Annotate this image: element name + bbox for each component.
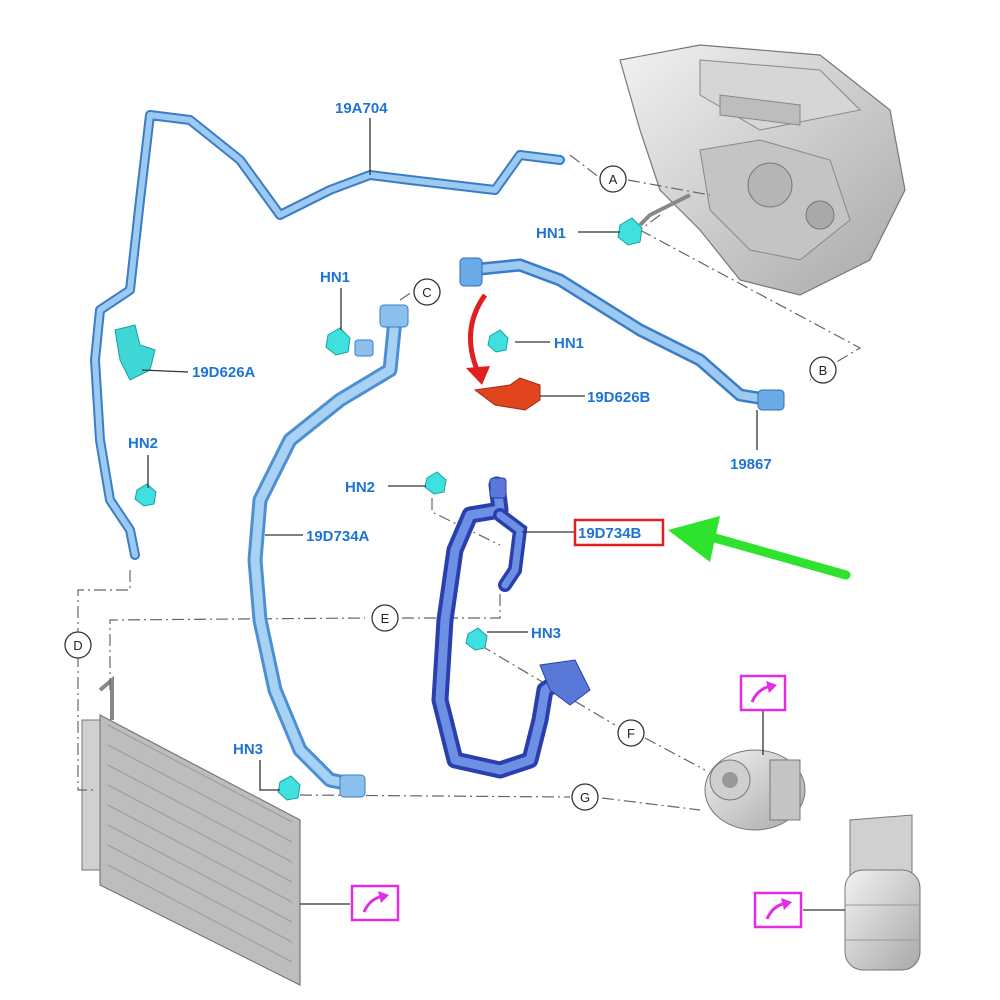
pointer-arrow (668, 516, 851, 580)
link-icon[interactable] (753, 891, 803, 929)
line-19867 (459, 257, 785, 411)
leader-lines (141, 118, 845, 911)
label-hn2-left: HN2 (128, 435, 158, 452)
connector-f-letter: F (627, 726, 635, 741)
move-arrow (467, 293, 488, 373)
connector-f: F (617, 719, 645, 747)
label-19867: 19867 (730, 456, 772, 473)
bracket-19d626b-shape (473, 377, 541, 411)
nut-hn2-mid (424, 471, 447, 495)
nut-hn1-mid (487, 329, 509, 353)
nut-hn1-left (325, 327, 351, 356)
connector-d-letter: D (73, 638, 82, 653)
hose-19d734b (431, 476, 591, 779)
label-hn3-mid: HN3 (531, 625, 561, 642)
hose-19d734a (247, 304, 409, 798)
nut-hn3-mid (465, 627, 488, 651)
bracket-19d626a-shape (114, 324, 156, 381)
connector-g-letter: G (580, 790, 590, 805)
label-19d734b: 19D734B (578, 525, 642, 542)
connector-e: E (371, 604, 399, 632)
label-19d626a: 19D626A (192, 364, 256, 381)
connector-b-letter: B (819, 363, 828, 378)
connector-c: C (413, 278, 441, 306)
hvac-module (619, 44, 906, 296)
accumulator (844, 814, 921, 971)
label-19d734a: 19D734A (306, 528, 370, 545)
connector-d: D (64, 631, 92, 659)
nut-hn3-left (277, 775, 301, 801)
label-19d626b: 19D626B (587, 389, 651, 406)
move-arrow-head (466, 366, 490, 385)
connector-g: G (571, 783, 599, 811)
label-hn1-mid: HN1 (554, 335, 584, 352)
nut-hn1-top (617, 217, 643, 246)
label-hn2-mid: HN2 (345, 479, 375, 496)
connector-a-letter: A (609, 172, 618, 187)
nut-hn2-left (134, 483, 157, 507)
tube-19a704 (90, 110, 565, 560)
link-icon[interactable] (739, 674, 787, 712)
connector-b: B (809, 356, 837, 384)
nuts (134, 217, 643, 801)
label-hn1-left: HN1 (320, 269, 350, 286)
condenser (81, 675, 301, 986)
label-19a704: 19A704 (335, 100, 388, 117)
highlight-box (573, 518, 665, 547)
connector-c-letter: C (422, 285, 431, 300)
compressor (704, 749, 806, 831)
link-icon[interactable] (350, 884, 400, 922)
label-hn1-top: HN1 (536, 225, 566, 242)
label-hn3-left: HN3 (233, 741, 263, 758)
connector-a: A (599, 165, 627, 193)
connector-e-letter: E (381, 611, 390, 626)
